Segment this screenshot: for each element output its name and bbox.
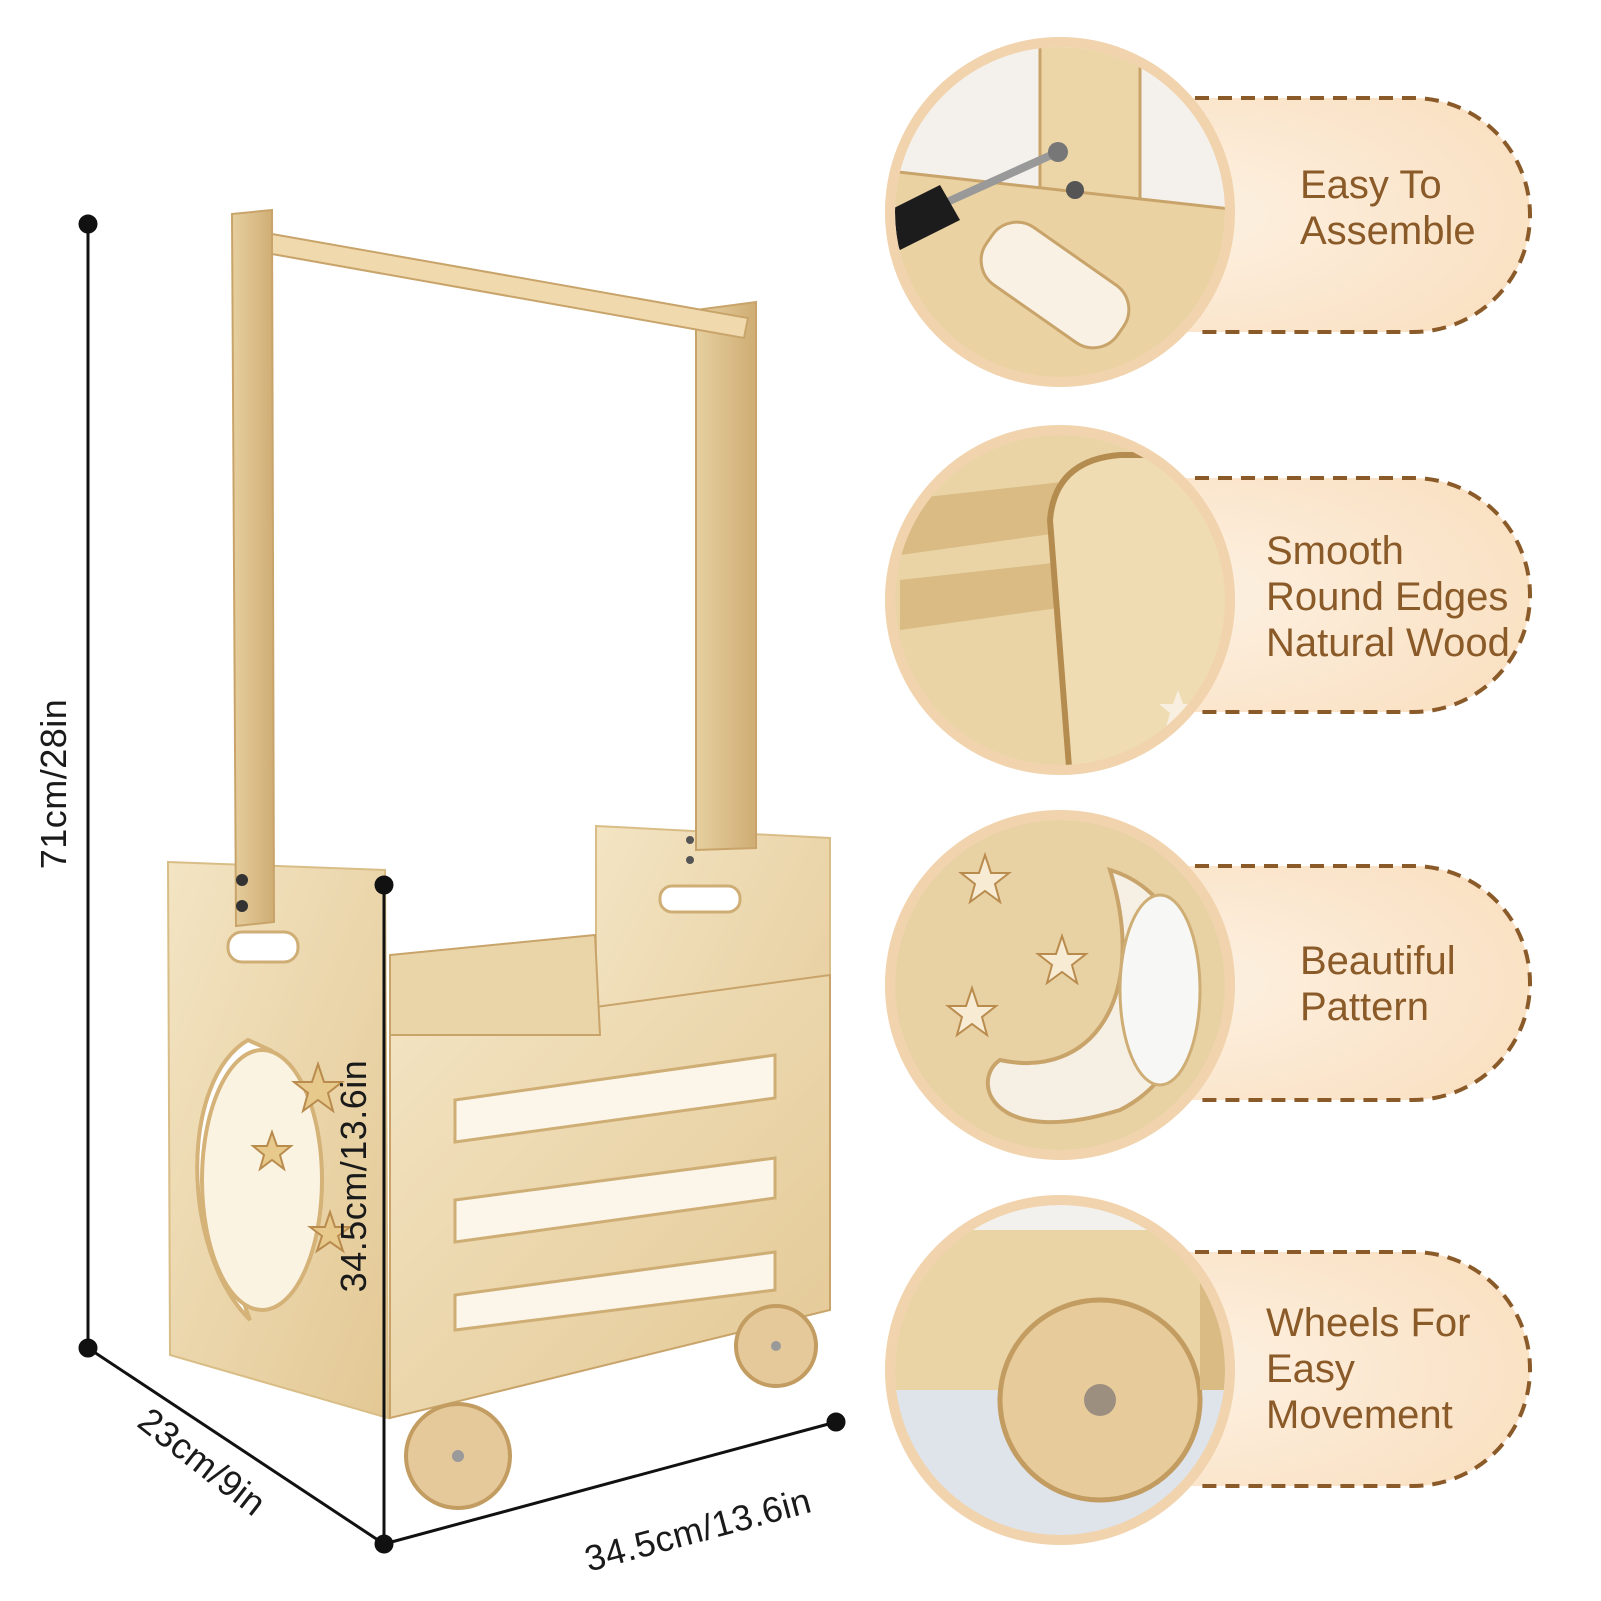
detail-circle-wheels [885,1195,1235,1545]
feature-line: Easy To [1300,163,1442,207]
feature-line: Round Edges [1266,575,1509,619]
feature-line: Assemble [1300,209,1476,253]
feature-line: Movement [1266,1393,1453,1437]
feature-wheels: Wheels For Easy Movement [1266,1300,1471,1438]
feature-line: Smooth [1266,529,1404,573]
detail-circle-rounded-edges [885,425,1235,775]
feature-line: Natural Wood [1266,621,1510,665]
detail-circle-assembly [885,37,1235,387]
feature-line: Pattern [1300,985,1429,1029]
feature-smooth-edges: Smooth Round Edges Natural Wood [1266,528,1510,666]
feature-line: Beautiful [1300,939,1456,983]
box-height-dimension-label: 34.5cm/13.6in [333,1059,374,1293]
detail-circle-pattern [885,810,1235,1160]
feature-easy-assemble: Easy To Assemble [1300,162,1476,254]
dimension-lines [78,214,846,1554]
walker-cart-illustration [166,208,831,1510]
feature-line: Wheels For [1266,1301,1471,1345]
height-dimension-label: 71cm/28in [33,698,74,870]
feature-beautiful-pattern: Beautiful Pattern [1300,938,1456,1030]
feature-line: Easy [1266,1347,1355,1391]
